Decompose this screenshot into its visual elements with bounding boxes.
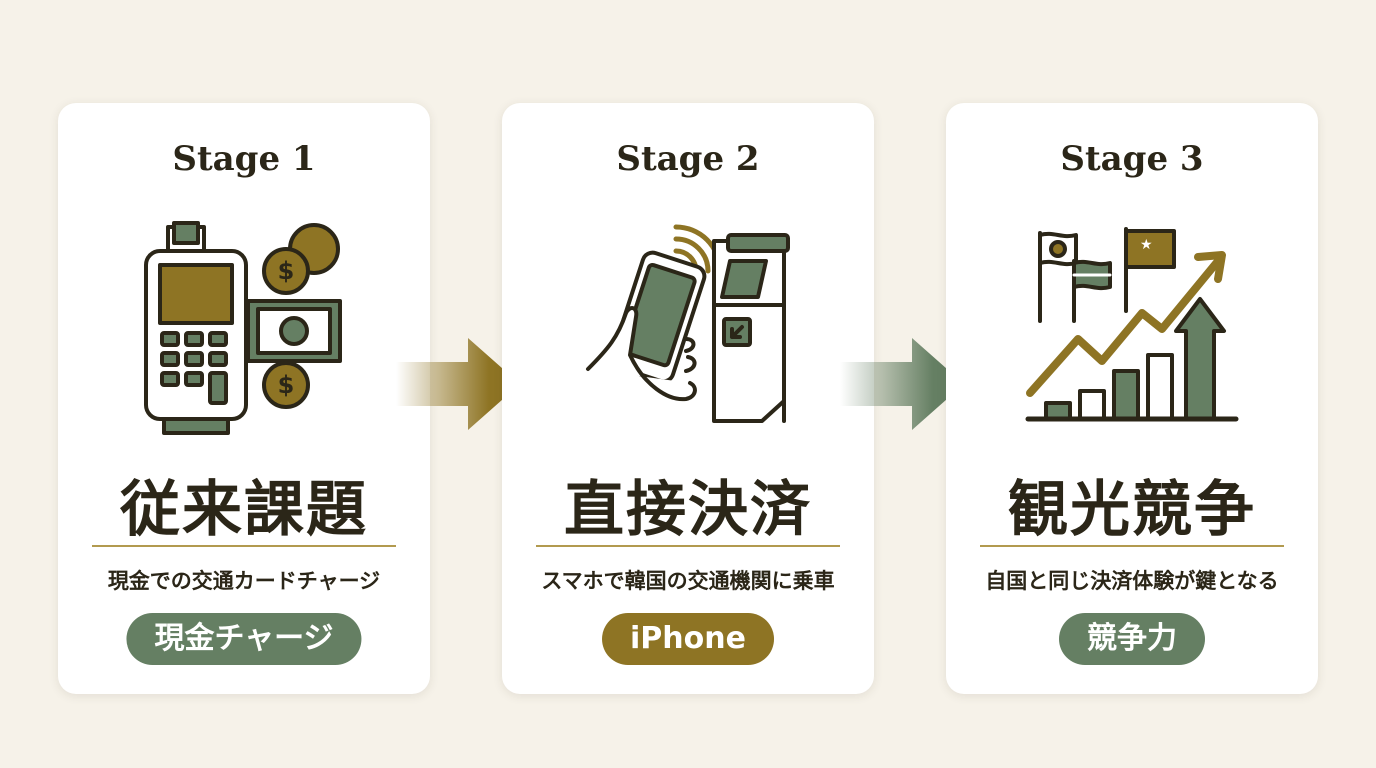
stage-badge: 競争力 [1059, 613, 1205, 665]
stage-label: Stage 3 [1060, 139, 1204, 179]
stage-title: 従来課題 [120, 475, 368, 545]
stage-title: 観光競争 [1008, 475, 1256, 545]
stage-badge: 現金チャージ [126, 613, 362, 665]
svg-text:★: ★ [1140, 237, 1153, 253]
stage-description: 自国と同じ決済体験が鍵となる [985, 569, 1279, 593]
stage-card-1: Stage 1 [58, 103, 430, 694]
svg-text:$: $ [278, 257, 295, 285]
flags-growth-chart-icon: ★ [1022, 221, 1242, 441]
divider [980, 545, 1284, 547]
stage-description: 現金での交通カードチャージ [107, 569, 381, 593]
divider [536, 545, 840, 547]
divider [92, 545, 396, 547]
stage-label: Stage 1 [172, 139, 316, 179]
stage-card-3: Stage 3 ★ [946, 103, 1318, 694]
stage-title: 直接決済 [564, 475, 812, 545]
svg-text:$: $ [278, 371, 295, 399]
arrow-right-icon [840, 338, 964, 430]
stage-card-2: Stage 2 直接決済 [502, 103, 874, 694]
cash-card-terminal-icon: $ $ [134, 221, 354, 441]
stage-badge: iPhone [602, 613, 774, 665]
stage-description: スマホで韓国の交通機関に乗車 [541, 569, 835, 593]
phone-tap-gate-icon [578, 221, 798, 441]
stage-label: Stage 2 [616, 139, 760, 179]
arrow-right-icon [396, 338, 520, 430]
